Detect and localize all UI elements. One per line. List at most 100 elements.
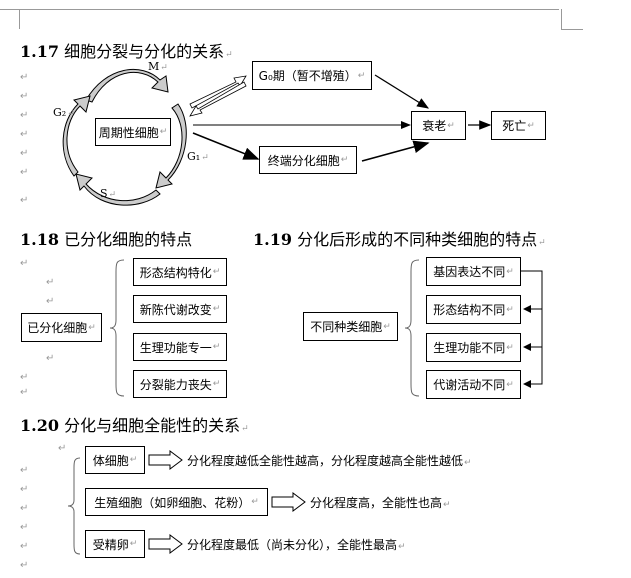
- paragraph-mark: ↵: [20, 91, 29, 102]
- paragraph-mark: ↵: [20, 387, 29, 398]
- paragraph-mark: ↵: [506, 342, 514, 353]
- section-heading-1-20: 1.20 分化与细胞全能性的关系↵: [20, 412, 249, 436]
- paragraph-mark: ↵: [20, 372, 29, 383]
- paragraph-mark: ↵: [443, 500, 451, 510]
- paragraph-mark: ↵: [251, 497, 259, 507]
- paragraph-mark: ↵: [20, 522, 29, 533]
- phase-label-g1: G₁↵: [187, 150, 209, 163]
- hollow-right-arrow-icon: [148, 450, 183, 470]
- feature-box-118: 生理功能专一↵: [133, 333, 227, 361]
- paragraph-mark: ↵: [20, 503, 29, 514]
- cell-type-label: 生殖细胞（如卵细胞、花粉）: [94, 495, 251, 510]
- phase-g2-text: G₂: [53, 106, 67, 119]
- feature-label: 形态结构特化: [139, 265, 212, 280]
- section-number: 1.19: [253, 230, 292, 249]
- terminal-differentiation-box: 终端分化细胞↵: [259, 146, 357, 174]
- phase-m-text: M: [148, 60, 160, 73]
- arrow-terminal-to-aging: [361, 140, 430, 162]
- cell-type-label: 受精卵: [92, 537, 129, 552]
- cell-types-box: 不同种类细胞↵: [303, 312, 398, 341]
- paragraph-mark: ↵: [212, 267, 221, 277]
- section-heading-1-19: 1.19 分化后形成的不同种类细胞的特点↵: [253, 226, 546, 250]
- paragraph-mark: ↵: [340, 155, 349, 165]
- paragraph-mark: ↵: [212, 379, 221, 389]
- paragraph-mark: ↵: [20, 541, 29, 552]
- paragraph-mark: ↵: [398, 542, 406, 552]
- paragraph-mark: ↵: [464, 458, 472, 468]
- page-corner-mark-right: [561, 9, 583, 30]
- paragraph-mark: ↵: [527, 120, 535, 131]
- feedback-connector-119: [521, 270, 543, 388]
- g0-phase-box: G₀期（暂不增殖）↵: [252, 61, 372, 90]
- totipotency-description: 分化程度越低全能性越高，分化程度越高全能性越低↵: [187, 452, 472, 469]
- feature-label: 生理功能专一: [139, 340, 212, 355]
- paragraph-mark: ↵: [20, 167, 29, 178]
- cell-type-label: 体细胞: [92, 453, 129, 468]
- hollow-right-arrow-icon: [148, 534, 183, 554]
- cycle-arc-m: [85, 68, 169, 103]
- section-title: 细胞分裂与分化的关系: [64, 42, 225, 61]
- paragraph-mark: ↵: [241, 424, 249, 434]
- page-corner-mark-left: [0, 9, 20, 29]
- paragraph-mark: ↵: [506, 266, 514, 277]
- paragraph-mark: ↵: [129, 539, 138, 549]
- differentiated-cell-box: 已分化细胞↵: [21, 313, 102, 342]
- aging-box: 衰老↵: [411, 111, 466, 140]
- phase-label-g2: G₂↵: [53, 106, 75, 119]
- brace-119: [405, 259, 420, 397]
- feature-label: 代谢活动不同: [433, 378, 506, 392]
- paragraph-mark: ↵: [20, 195, 29, 206]
- paragraph-mark: ↵: [383, 321, 391, 332]
- terminal-differentiation-label: 终端分化细胞: [267, 153, 340, 168]
- g0-phase-label: G₀期（暂不增殖）: [258, 69, 357, 83]
- section-title: 已分化细胞的特点: [64, 230, 193, 249]
- hollow-arrow-from-g0: [189, 81, 247, 117]
- totipotency-description: 分化程度高，全能性也高↵: [310, 494, 451, 511]
- arrow-cycle-to-terminal: [192, 132, 260, 160]
- feature-label: 生理功能不同: [433, 341, 506, 355]
- cycle-arc-g2: [62, 95, 91, 177]
- cycle-arc-g1: [155, 103, 187, 189]
- feature-box-118: 新陈代谢改变↵: [133, 295, 227, 323]
- feature-box-119: 形态结构不同↵: [426, 295, 521, 324]
- zygote-box: 受精卵↵: [85, 530, 145, 558]
- totipotency-description: 分化程度最低（尚未分化），全能性最高↵: [187, 536, 406, 553]
- paragraph-mark: ↵: [58, 443, 67, 454]
- paragraph-mark: ↵: [20, 465, 29, 476]
- cycle-arc-s: [75, 173, 161, 206]
- feature-label: 形态结构不同: [433, 303, 506, 317]
- feature-box-118: 形态结构特化↵: [133, 258, 227, 286]
- section-title: 分化后形成的不同种类细胞的特点: [297, 230, 538, 249]
- hollow-right-arrow-icon: [271, 492, 306, 512]
- brace-118: [110, 259, 125, 397]
- paragraph-mark: ↵: [67, 109, 75, 119]
- somatic-cell-box: 体细胞↵: [85, 446, 145, 474]
- section-heading-1-18: 1.18 已分化细胞的特点: [20, 226, 192, 250]
- paragraph-mark: ↵: [20, 148, 29, 159]
- description-text: 分化程度越低全能性越高，分化程度越高全能性越低: [187, 454, 464, 468]
- paragraph-mark: ↵: [506, 304, 514, 315]
- germ-cell-box: 生殖细胞（如卵细胞、花粉）↵: [85, 488, 268, 516]
- phase-s-text: S: [100, 187, 108, 200]
- periodic-cell-box: 周期性细胞↵: [95, 118, 171, 146]
- paragraph-mark: ↵: [225, 50, 233, 60]
- paragraph-mark: ↵: [20, 258, 29, 269]
- brace-120: [67, 457, 81, 555]
- feature-box-119: 基因表达不同↵: [426, 257, 521, 286]
- paragraph-mark: ↵: [20, 560, 29, 571]
- feature-label: 分裂能力丧失: [139, 377, 212, 392]
- paragraph-mark: ↵: [201, 153, 209, 163]
- section-title: 分化与细胞全能性的关系: [64, 416, 241, 435]
- feature-box-119: 代谢活动不同↵: [426, 370, 521, 399]
- paragraph-mark: ↵: [538, 238, 546, 248]
- feature-label: 新陈代谢改变: [139, 302, 212, 317]
- paragraph-mark: ↵: [20, 129, 29, 140]
- differentiated-cell-label: 已分化细胞: [27, 321, 88, 335]
- paragraph-mark: ↵: [20, 72, 29, 83]
- periodic-cell-label: 周期性细胞: [98, 125, 159, 140]
- death-box: 死亡↵: [491, 111, 546, 140]
- paragraph-mark: ↵: [88, 322, 96, 333]
- paragraph-mark: ↵: [46, 277, 55, 288]
- paragraph-mark: ↵: [160, 63, 168, 73]
- page-corner-mark-left-top: [19, 9, 559, 10]
